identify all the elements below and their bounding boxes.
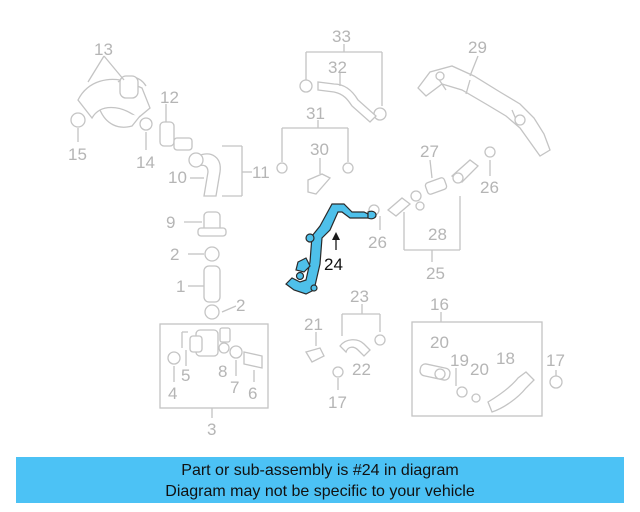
callout-5: 5 bbox=[181, 366, 190, 385]
clamp-2-upper bbox=[204, 246, 220, 262]
gasket-4 bbox=[167, 351, 181, 365]
callout-21: 21 bbox=[304, 315, 323, 334]
callout-15: 15 bbox=[68, 145, 87, 164]
callout-30: 30 bbox=[310, 140, 329, 159]
callout-arrow-24 bbox=[332, 232, 340, 240]
hose-18 bbox=[487, 371, 535, 413]
callout-22: 22 bbox=[352, 360, 371, 379]
box-3 bbox=[159, 323, 269, 409]
callout-17-center: 17 bbox=[328, 393, 347, 412]
hose-assembly-13 bbox=[77, 75, 151, 128]
callout-26-left: 26 bbox=[368, 233, 387, 252]
callout-9: 9 bbox=[166, 213, 175, 232]
clamp-20 bbox=[434, 368, 446, 380]
callout-7: 7 bbox=[230, 378, 239, 397]
callout-12: 12 bbox=[160, 88, 179, 107]
clamp-23 bbox=[374, 334, 386, 346]
callout-24: 24 bbox=[324, 255, 343, 274]
hose-32 bbox=[317, 81, 377, 123]
hose-26 bbox=[386, 197, 412, 217]
clamp-2-lower bbox=[204, 304, 220, 320]
bolt-8 bbox=[218, 342, 230, 354]
clamp-33-left bbox=[299, 79, 313, 93]
fitting-12 bbox=[159, 104, 193, 151]
thermostat-housing bbox=[181, 327, 231, 357]
callout-20-left: 20 bbox=[430, 333, 449, 352]
box-16 bbox=[411, 321, 543, 417]
banner-line-part: Part or sub-assembly is #24 in diagram bbox=[181, 462, 459, 479]
callout-32: 32 bbox=[328, 58, 347, 77]
callout-29: 29 bbox=[468, 38, 487, 57]
callout-23: 23 bbox=[350, 287, 369, 306]
callout-2-upper: 2 bbox=[170, 245, 179, 264]
callout-13: 13 bbox=[94, 40, 113, 59]
info-banner: Part or sub-assembly is #24 in diagram D… bbox=[16, 457, 624, 503]
cover-6 bbox=[243, 351, 263, 369]
fitting-9 bbox=[197, 211, 227, 237]
hose-22 bbox=[339, 339, 371, 357]
hose-1 bbox=[203, 265, 221, 303]
callout-31: 31 bbox=[306, 104, 325, 123]
callout-18: 18 bbox=[496, 349, 515, 368]
clamp-31-right bbox=[342, 162, 354, 174]
clamp-17-center bbox=[332, 366, 344, 378]
callout-10: 10 bbox=[168, 168, 187, 187]
gasket-7 bbox=[229, 345, 243, 359]
clamp-28-mid bbox=[415, 201, 425, 211]
callout-19: 19 bbox=[450, 351, 469, 370]
callout-8: 8 bbox=[218, 362, 227, 381]
callout-26-right: 26 bbox=[480, 178, 499, 197]
callout-33: 33 bbox=[332, 27, 351, 46]
callout-2-lower: 2 bbox=[236, 296, 245, 315]
callout-28: 28 bbox=[428, 225, 447, 244]
clamp-15 bbox=[70, 112, 86, 128]
callout-4: 4 bbox=[168, 384, 177, 403]
clamp-33-right bbox=[373, 107, 387, 121]
callout-20-right: 20 bbox=[470, 360, 489, 379]
callout-14: 14 bbox=[136, 153, 155, 172]
clamp-20b bbox=[471, 393, 481, 403]
callout-11: 11 bbox=[252, 163, 270, 182]
hose-30 bbox=[307, 173, 332, 195]
callout-17-right: 17 bbox=[546, 351, 565, 370]
callout-16: 16 bbox=[430, 295, 449, 314]
banner-line-disclaimer: Diagram may not be specific to your vehi… bbox=[165, 483, 475, 500]
clamp-28-left bbox=[410, 190, 422, 202]
pipe-24-highlighted bbox=[285, 203, 377, 295]
fitting-21 bbox=[305, 332, 325, 363]
clamp-14 bbox=[139, 117, 153, 131]
fitting-27 bbox=[424, 146, 496, 195]
clamp-17-right bbox=[549, 375, 563, 389]
callout-1: 1 bbox=[176, 277, 185, 296]
callout-27: 27 bbox=[420, 142, 439, 161]
hose-10 bbox=[188, 152, 221, 197]
callout-6: 6 bbox=[248, 384, 257, 403]
callout-3: 3 bbox=[207, 420, 216, 439]
clamp-19 bbox=[456, 386, 468, 398]
callout-25: 25 bbox=[426, 264, 445, 283]
clamp-31-left bbox=[276, 162, 288, 174]
parts-diagram: 13 12 15 14 10 11 9 2 1 2 5 8 4 7 6 3 33… bbox=[68, 27, 565, 439]
